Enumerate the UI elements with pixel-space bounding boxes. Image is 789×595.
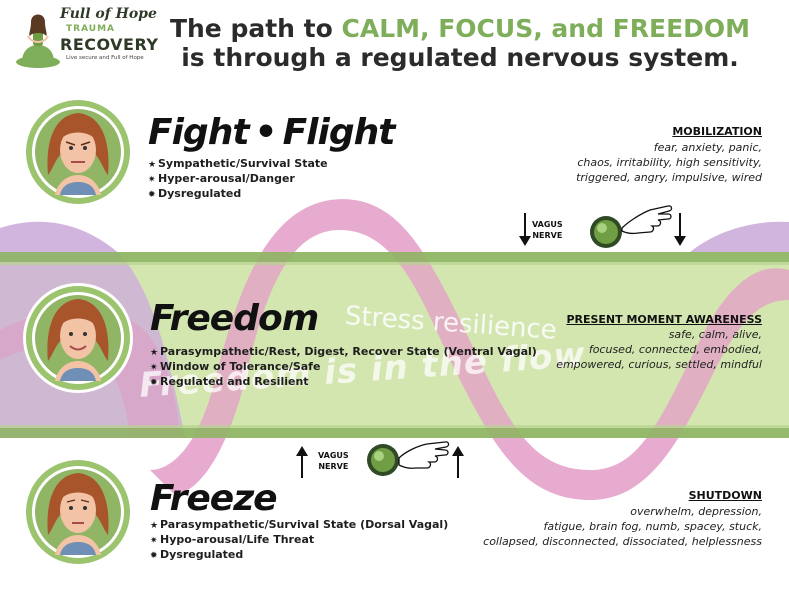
bullet-text: Dysregulated xyxy=(160,548,244,561)
present-moment-heading: PRESENT MOMENT AWARENESS xyxy=(566,313,762,326)
fight-word: Fight xyxy=(148,112,250,153)
vagus-ball-icon xyxy=(590,216,622,248)
descriptor-line: focused, connected, embodied, xyxy=(588,343,762,356)
pointing-hand-icon xyxy=(398,441,450,469)
vagus-nerve-label-top: VAGUS NERVE xyxy=(532,219,563,241)
fight-flight-title: Fight•Flight xyxy=(148,112,396,153)
logo-trauma: TRAUMA xyxy=(66,24,115,34)
descriptor-line: fatigue, brain fog, numb, spacey, stuck, xyxy=(543,520,762,533)
burst-icon: ✹ xyxy=(150,378,158,388)
band-border-top xyxy=(0,252,789,262)
bullet-item: ✹Dysregulated xyxy=(148,187,328,202)
bullet-item: ★Parasympathetic/Rest, Digest, Recover S… xyxy=(150,345,537,360)
descriptor-line: overwhelm, depression, xyxy=(630,505,762,518)
star-icon: ★ xyxy=(148,160,157,170)
star-icon: ✷ xyxy=(150,536,158,546)
bullet-text: Parasympathetic/Rest, Digest, Recover St… xyxy=(160,345,537,358)
bullet-item: ✷Window of Tolerance/Safe xyxy=(150,360,537,375)
burst-icon: ✹ xyxy=(148,190,156,200)
burst-icon: ✹ xyxy=(150,551,158,561)
bullet-text: Parasympathetic/Survival State (Dorsal V… xyxy=(160,518,449,531)
bullet-item: ✹Dysregulated xyxy=(150,548,448,563)
vagus-line2: NERVE xyxy=(318,462,349,471)
bullet-text: Hypo-arousal/Life Threat xyxy=(160,533,315,546)
shutdown-descriptors: overwhelm, depression, fatigue, brain fo… xyxy=(483,504,762,549)
logo-script: Full of Hope xyxy=(60,6,157,22)
descriptor-line: safe, calm, alive, xyxy=(668,328,762,341)
descriptor-line: fear, anxiety, panic, xyxy=(653,141,762,154)
bullet-item: ✷Hyper-arousal/Danger xyxy=(148,172,328,187)
bullet-text: Hyper-arousal/Danger xyxy=(158,172,295,185)
logo-figure-icon xyxy=(16,14,60,68)
bullet-item: ✷Hypo-arousal/Life Threat xyxy=(150,533,448,548)
portrait-fight xyxy=(23,97,133,207)
star-icon: ✷ xyxy=(150,363,158,373)
down-arrow-icon xyxy=(519,213,531,246)
star-icon: ✷ xyxy=(148,175,156,185)
shutdown-heading: SHUTDOWN xyxy=(688,489,762,502)
descriptor-line: empowered, curious, settled, mindful xyxy=(556,358,762,371)
bullet-text: Window of Tolerance/Safe xyxy=(160,360,321,373)
present-moment-descriptors: safe, calm, alive, focused, connected, e… xyxy=(556,327,762,372)
title-dot: • xyxy=(254,112,278,153)
freedom-title: Freedom xyxy=(150,298,319,339)
band-border-bottom xyxy=(0,428,789,438)
vagus-ball-icon xyxy=(367,444,399,476)
logo-tagline: Live secure and Full of Hope xyxy=(66,55,144,61)
headline: The path to CALM, FOCUS, and FREEDOM is … xyxy=(150,14,770,72)
bullet-item: ★Parasympathetic/Survival State (Dorsal … xyxy=(150,518,448,533)
headline-accent: CALM, FOCUS, and FREEDOM xyxy=(341,14,751,43)
bullet-item: ★Sympathetic/Survival State xyxy=(148,157,328,172)
vagus-line2: NERVE xyxy=(532,231,563,240)
descriptor-line: chaos, irritability, high sensitivity, xyxy=(577,156,762,169)
bullet-text: Sympathetic/Survival State xyxy=(158,157,328,170)
bullet-item: ✹Regulated and Resilient xyxy=(150,375,537,390)
pink-wave xyxy=(150,199,789,500)
freedom-bullets: ★Parasympathetic/Rest, Digest, Recover S… xyxy=(150,345,537,390)
logo-recovery: RECOVERY xyxy=(60,35,159,54)
mobilization-descriptors: fear, anxiety, panic, chaos, irritabilit… xyxy=(576,140,762,185)
bullet-text: Regulated and Resilient xyxy=(160,375,309,388)
vagus-nerve-label-bottom: VAGUS NERVE xyxy=(318,450,349,472)
descriptor-line: collapsed, disconnected, dissociated, he… xyxy=(483,535,762,548)
headline-line1: The path to CALM, FOCUS, and FREEDOM xyxy=(150,14,770,43)
fight-bullets: ★Sympathetic/Survival State ✷Hyper-arous… xyxy=(148,157,328,202)
down-arrow-icon xyxy=(674,213,686,246)
pointing-hand-icon xyxy=(621,205,673,235)
up-arrow-icon xyxy=(296,446,308,478)
flight-word: Flight xyxy=(282,112,396,153)
purple-wave-right xyxy=(690,221,789,252)
vagus-line1: VAGUS xyxy=(318,451,349,460)
freeze-title: Freeze xyxy=(150,478,278,519)
headline-line2: is through a regulated nervous system. xyxy=(181,43,739,72)
star-icon: ★ xyxy=(150,348,159,358)
mobilization-heading: MOBILIZATION xyxy=(672,125,762,138)
headline-prefix: The path to xyxy=(169,14,342,43)
portrait-freeze xyxy=(23,457,133,567)
freeze-bullets: ★Parasympathetic/Survival State (Dorsal … xyxy=(150,518,448,563)
star-icon: ★ xyxy=(150,521,159,531)
bullet-text: Dysregulated xyxy=(158,187,242,200)
portrait-freedom xyxy=(23,283,133,393)
descriptor-line: triggered, angry, impulsive, wired xyxy=(576,171,762,184)
vagus-line1: VAGUS xyxy=(532,220,563,229)
up-arrow-icon xyxy=(452,446,464,478)
